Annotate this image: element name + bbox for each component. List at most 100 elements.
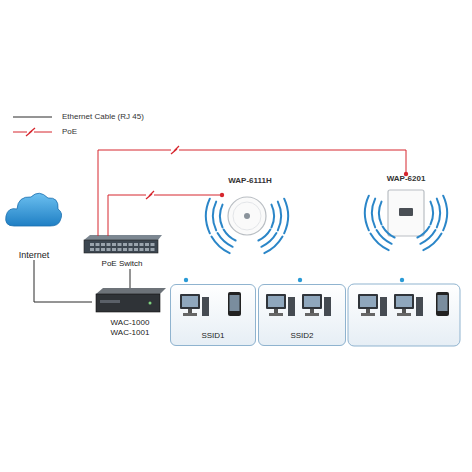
wave-arc <box>261 233 276 247</box>
keyboard <box>183 313 197 316</box>
legend-text: Ethernet Cable (RJ 45) <box>62 112 144 122</box>
monitor <box>302 294 322 309</box>
stand <box>402 309 406 313</box>
monitor <box>358 294 378 309</box>
port <box>90 243 94 246</box>
port <box>101 243 105 246</box>
wave-arc <box>377 230 392 244</box>
device-label: WAC-1001 <box>111 328 150 338</box>
wave-arc <box>264 237 282 254</box>
wifi-waves <box>206 196 447 253</box>
wave-arc <box>218 233 233 247</box>
controller-icon <box>96 288 166 312</box>
wave-arc <box>365 196 369 231</box>
device-label: WAC-1000 <box>111 318 150 328</box>
port <box>118 248 122 251</box>
port <box>151 243 155 246</box>
device-label: WAP-6111H <box>228 176 272 186</box>
port <box>140 243 144 246</box>
port <box>123 243 127 246</box>
wave-arc <box>370 234 388 251</box>
wave-arc <box>423 234 441 251</box>
tower <box>380 297 387 316</box>
wave-arc <box>420 230 435 244</box>
keyboard <box>397 313 411 316</box>
gap <box>171 145 179 155</box>
stand <box>310 309 314 313</box>
ssid-group: SSID1 <box>170 284 256 346</box>
phone <box>436 292 449 316</box>
port <box>101 248 105 251</box>
ssid-label: SSID1 <box>201 331 224 341</box>
tower <box>416 297 423 316</box>
ethernet-sample <box>13 117 52 118</box>
ethernet-cable <box>130 269 131 288</box>
wave-arc <box>211 237 229 254</box>
ssid-label: SSID2 <box>290 331 313 341</box>
port <box>96 243 100 246</box>
internet-cloud: Internet <box>4 196 64 260</box>
device-label: WAP-6201 <box>387 174 426 184</box>
tower <box>288 297 295 316</box>
keyboard <box>269 313 283 316</box>
poe-switch-icon <box>84 235 162 253</box>
wave-arc <box>372 199 375 228</box>
poe-cable <box>98 150 406 236</box>
wave-arc <box>437 199 440 228</box>
wave-arc <box>224 230 236 241</box>
screen <box>182 296 198 307</box>
port <box>107 248 111 251</box>
end-dot <box>220 193 224 197</box>
screen <box>304 296 320 307</box>
client-devices <box>180 292 449 316</box>
port <box>90 248 94 251</box>
port <box>129 243 133 246</box>
wall-access-point: WAP-6201 <box>380 174 432 238</box>
port <box>140 248 144 251</box>
tower <box>324 297 331 316</box>
port <box>96 248 100 251</box>
wave-arc <box>379 202 382 225</box>
keyboard <box>305 313 319 316</box>
port <box>129 248 133 251</box>
ceiling-access-point: WAP-6111H <box>222 176 278 242</box>
client-group-boxes <box>170 278 460 346</box>
monitor <box>180 294 200 309</box>
stand <box>274 309 278 313</box>
poe-bolt <box>171 146 179 154</box>
device-label: PoE Switch <box>102 259 143 269</box>
port <box>145 243 149 246</box>
ethernet-cable <box>34 260 92 302</box>
wave-arc <box>206 199 210 234</box>
screen <box>360 296 376 307</box>
port <box>112 243 116 246</box>
wave-arc <box>417 227 429 238</box>
wave-arc <box>430 202 433 225</box>
phone <box>228 292 241 316</box>
poe-switch: PoE Switch <box>82 236 162 269</box>
screen <box>268 296 284 307</box>
poe-bolt <box>146 191 154 199</box>
port <box>112 248 116 251</box>
wave-arc <box>278 202 281 231</box>
phone-screen <box>438 295 448 311</box>
monitor <box>394 294 414 309</box>
wave-arc <box>383 227 395 238</box>
ssid-group: SSID2 <box>258 284 346 346</box>
port <box>107 243 111 246</box>
port <box>151 248 155 251</box>
poe-cable <box>108 195 222 236</box>
poe-bolt <box>26 128 35 136</box>
wave-arc <box>271 205 274 228</box>
phone-screen <box>230 295 240 311</box>
wave-arc <box>284 199 288 234</box>
gap <box>27 127 34 137</box>
ceiling-ap-icon <box>228 197 266 235</box>
gap <box>146 190 154 200</box>
stand <box>188 309 192 313</box>
port <box>123 248 127 251</box>
cloud-icon <box>6 193 62 226</box>
keyboard <box>361 313 375 316</box>
